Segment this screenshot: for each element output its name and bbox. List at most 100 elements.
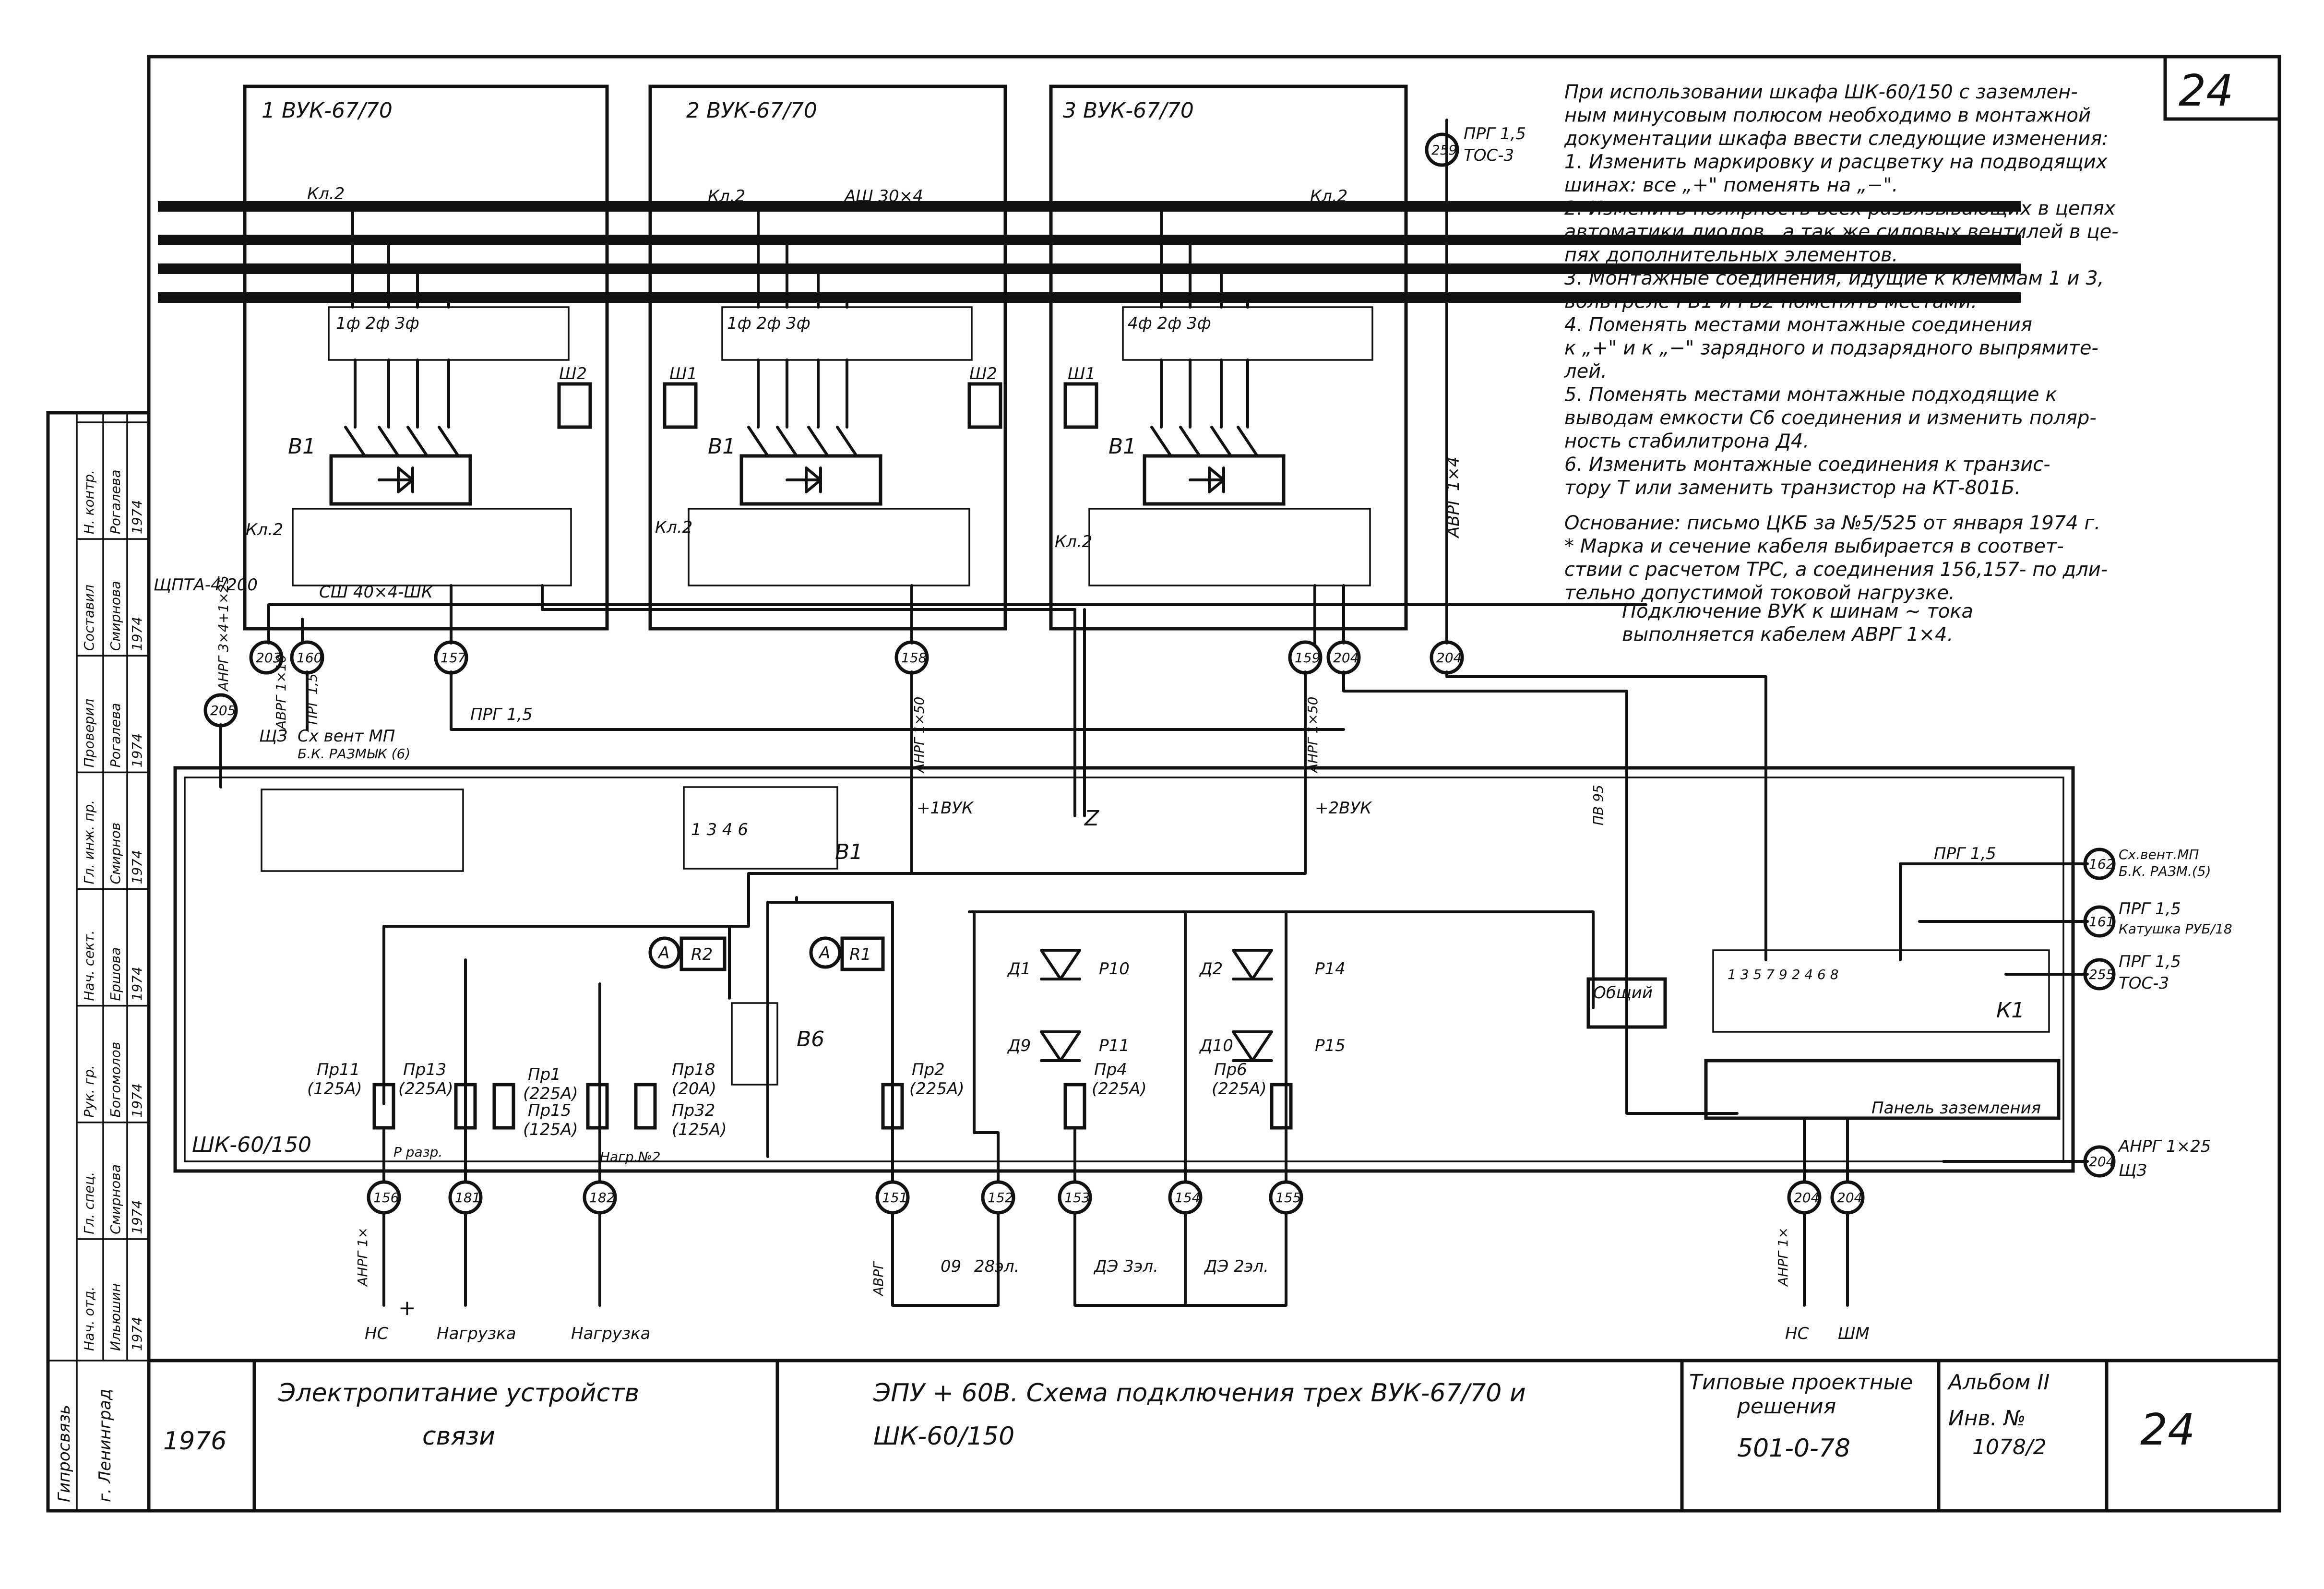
title-typical-1: Типовые проектные (1689, 1370, 1913, 1395)
svg-text:Нагр.№2: Нагр.№2 (600, 1149, 661, 1165)
svg-text:160: 160 (297, 650, 322, 666)
sheet-number-top: 24 (2179, 66, 2234, 116)
stamp-role: Гл. спец. (81, 1172, 97, 1234)
note-line: тельно допустимой токовой нагрузке. (1564, 582, 1955, 604)
svg-text:АВРГ 1×4: АВРГ 1×4 (1444, 456, 1463, 538)
svg-text:3 ВУК-67/70: 3 ВУК-67/70 (1063, 98, 1194, 123)
title-block: 1976 Электропитание устройств связи ЭПУ … (163, 1361, 2195, 1511)
svg-text:Пр1: Пр1 (528, 1065, 561, 1084)
note-line: 2. Изменить полярность всех развязывающи… (1564, 198, 2116, 220)
svg-text:Пр15: Пр15 (528, 1101, 571, 1120)
svg-text:151: 151 (882, 1190, 907, 1206)
note-line: 3. Монтажные соединения, идущие к клемма… (1564, 267, 2104, 289)
svg-text:АНРГ 1×: АНРГ 1× (1775, 1227, 1791, 1287)
stamp-date: 1974 (129, 1200, 145, 1234)
cabinet-3: 3 ВУК-67/70 Кл.2 В1 Кл.2 (1049, 84, 1408, 631)
svg-text:Сх.вент.МП: Сх.вент.МП (2119, 847, 2199, 862)
stamp-role: Нач. сект. (81, 930, 97, 1001)
note-line: документации шкафа ввести следующие изме… (1564, 128, 2109, 150)
title-inv-label: Инв. № (1948, 1406, 2026, 1431)
svg-text:ШМ: ШМ (1838, 1324, 1870, 1343)
svg-text:Кл.2: Кл.2 (1055, 532, 1092, 551)
shields: Ш2 Ш1 Ш2 Ш1 (557, 364, 1098, 429)
svg-text:Пр6: Пр6 (1214, 1060, 1247, 1079)
svg-text:205: 205 (210, 703, 236, 718)
svg-text:Ш1: Ш1 (669, 364, 697, 383)
svg-text:ПРГ 1,5: ПРГ 1,5 (1464, 124, 1526, 143)
svg-text:К1: К1 (1996, 998, 2025, 1023)
note-line: При использовании шкафа ШК-60/150 с зазе… (1564, 81, 2078, 103)
svg-text:204: 204 (2089, 1154, 2114, 1170)
stamp-name: Смирнов (107, 823, 123, 884)
svg-text:+: + (398, 1296, 416, 1320)
svg-text:154: 154 (1175, 1190, 1200, 1206)
title-typical-code: 501-0-78 (1737, 1434, 1850, 1463)
note-line: * Марка и сечение кабеля выбирается в со… (1564, 536, 2064, 558)
svg-text:Z: Z (1084, 806, 1099, 831)
title-inv-number: 1078/2 (1972, 1435, 2047, 1459)
svg-text:АНРГ 1×: АНРГ 1× (355, 1227, 370, 1287)
svg-text:204: 204 (1333, 650, 1359, 666)
cabinet-3-internals: 4ф 2ф 3ф (1088, 205, 1373, 586)
svg-text:АНРГ 1×50: АНРГ 1×50 (911, 697, 927, 774)
svg-text:Кл.2: Кл.2 (307, 184, 345, 203)
note-line: Основание: письмо ЦКБ за №5/525 от январ… (1564, 512, 2100, 534)
svg-text:ТОС-3: ТОС-3 (1464, 146, 1514, 165)
svg-text:ПРГ 1,5: ПРГ 1,5 (1934, 844, 1996, 863)
svg-text:Сх вент МП: Сх вент МП (298, 727, 395, 746)
svg-text:204: 204 (1837, 1190, 1862, 1206)
svg-text:161: 161 (2089, 914, 2114, 930)
svg-text:158: 158 (901, 650, 927, 666)
svg-text:R1: R1 (849, 945, 871, 964)
stamp-date: 1974 (129, 500, 145, 534)
stamp-role: Н. контр. (81, 470, 97, 534)
svg-text:Д10: Д10 (1199, 1036, 1233, 1055)
stamp-role: Нач. отд. (81, 1287, 97, 1351)
svg-text:2 ВУК-67/70: 2 ВУК-67/70 (686, 98, 817, 123)
svg-text:НС: НС (1785, 1324, 1809, 1343)
svg-text:Общий: Общий (1593, 983, 1653, 1003)
svg-text:A: A (818, 944, 830, 963)
svg-text:1ф 2ф 3ф: 1ф 2ф 3ф (727, 314, 810, 333)
svg-text:Д1: Д1 (1007, 959, 1031, 979)
note-line: 6. Изменить монтажные соединения к транз… (1564, 454, 2050, 476)
stamp-name: Смирнова (107, 581, 123, 651)
stamp-name: Смирнова (107, 1164, 123, 1234)
svg-text:(125А): (125А) (307, 1079, 362, 1099)
svg-text:В1: В1 (835, 840, 863, 864)
svg-text:В1: В1 (288, 434, 316, 459)
svg-text:Кл.2: Кл.2 (655, 518, 692, 537)
svg-text:АНРГ 3×4+1×25: АНРГ 3×4+1×25 (215, 575, 231, 692)
svg-text:182: 182 (589, 1190, 615, 1206)
svg-text:203: 203 (256, 650, 281, 666)
svg-text:Р15: Р15 (1315, 1036, 1346, 1055)
note-line: выполняется кабелем АВРГ 1×4. (1622, 624, 1953, 646)
ac-busbars: АШ 30×4 (158, 187, 2021, 303)
svg-text:(125А): (125А) (672, 1120, 727, 1139)
svg-text:+1ВУК: +1ВУК (917, 799, 974, 818)
note-line: ным минусовым полюсом необходимо в монта… (1564, 105, 2091, 127)
note-line: пях дополнительных элементов. (1564, 244, 1898, 266)
svg-text:ПВ 95: ПВ 95 (1590, 785, 1606, 825)
svg-text:АШ 30×4: АШ 30×4 (844, 187, 923, 206)
note-line: тору Т или заменить транзистор на КТ-801… (1564, 477, 2021, 499)
svg-text:Д2: Д2 (1199, 959, 1223, 979)
svg-text:159: 159 (1295, 650, 1320, 666)
svg-text:Пр4: Пр4 (1094, 1060, 1127, 1079)
stamp-date: 1974 (129, 617, 145, 651)
svg-text:ШК-60/150: ШК-60/150 (192, 1133, 311, 1157)
svg-text:В1: В1 (708, 434, 736, 459)
svg-text:Пр13: Пр13 (403, 1060, 446, 1079)
svg-text:Нагрузка: Нагрузка (571, 1324, 650, 1343)
stamp-date: 1974 (129, 1083, 145, 1117)
note-line: ствии с расчетом ТРС, а соединения 156,1… (1564, 559, 2108, 581)
svg-text:28эл.: 28эл. (974, 1257, 1019, 1276)
svg-text:255: 255 (2089, 967, 2114, 982)
note-line: 1. Изменить маркировку и расцветку на по… (1564, 151, 2108, 173)
svg-text:ЩЗ: ЩЗ (2119, 1161, 2147, 1180)
svg-text:ТОС-3: ТОС-3 (2119, 974, 2169, 993)
svg-text:A: A (657, 944, 669, 963)
note-line: к „+" и к „−" зарядного и подзарядного в… (1564, 337, 2098, 359)
